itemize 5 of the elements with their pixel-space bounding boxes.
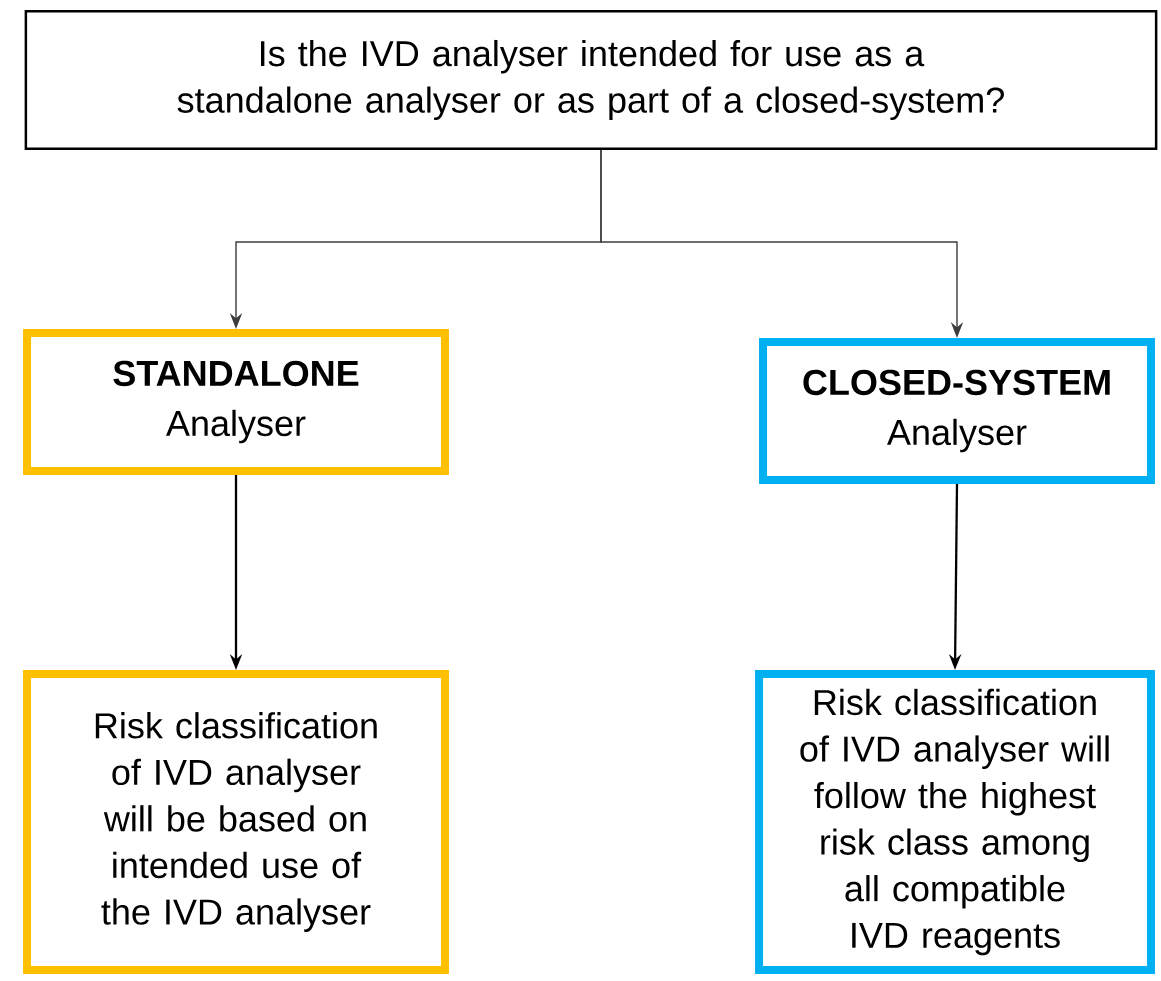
outcome-box: Risk classification of IVD analyser will be based on intended use of the IVD analyser xyxy=(23,670,449,974)
question-box: Is the IVD analyser intended for use as a standalone analyser or as part of a closed-system? xyxy=(24,10,1158,150)
outcome-box: Risk classification of IVD analyser will follow the highest risk class among all compatible IVD reagents xyxy=(755,670,1155,974)
category-box: STANDALONE Analyser xyxy=(23,329,449,475)
category-box: CLOSED-SYSTEM Analyser xyxy=(759,338,1155,484)
